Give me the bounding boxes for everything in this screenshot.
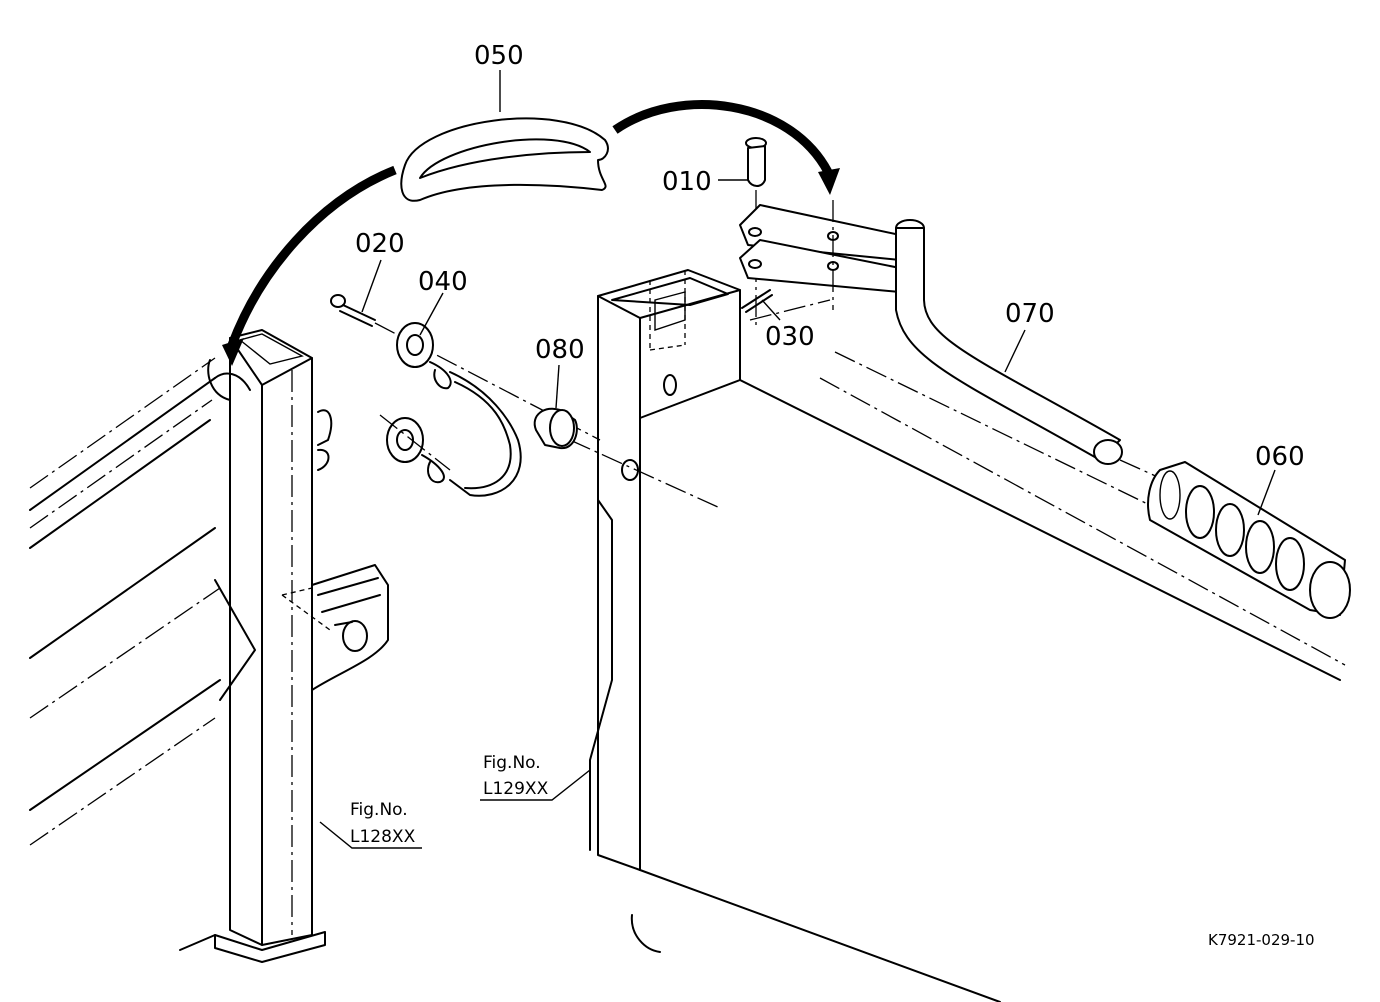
callout-020: 020 <box>355 229 405 259</box>
fig-ref-left-line1: Fig.No. <box>350 800 408 820</box>
drawing-code: K7921-029-10 <box>1208 931 1315 949</box>
part-050-curved-bar <box>400 117 609 202</box>
fig-ref-right-line2: L129XX <box>483 779 549 799</box>
part-030-split-pin <box>741 289 773 313</box>
fig-ref-left-line2: L128XX <box>350 827 416 847</box>
leader-lines <box>319 70 1276 849</box>
part-070-lever <box>739 200 1161 479</box>
part-080-collar <box>533 407 578 450</box>
callout-060: 060 <box>1255 442 1305 472</box>
part-060-grip <box>1147 461 1351 619</box>
callout-010: 010 <box>662 167 712 197</box>
part-040-cable <box>379 322 522 497</box>
callout-040: 040 <box>418 267 468 297</box>
callout-080: 080 <box>535 335 585 365</box>
swing-arrows <box>222 100 840 366</box>
callout-070: 070 <box>1005 299 1055 329</box>
callout-030: 030 <box>765 322 815 352</box>
left-frame-assembly <box>29 329 389 963</box>
callout-050: 050 <box>474 41 524 71</box>
fig-ref-right-line1: Fig.No. <box>483 753 541 773</box>
